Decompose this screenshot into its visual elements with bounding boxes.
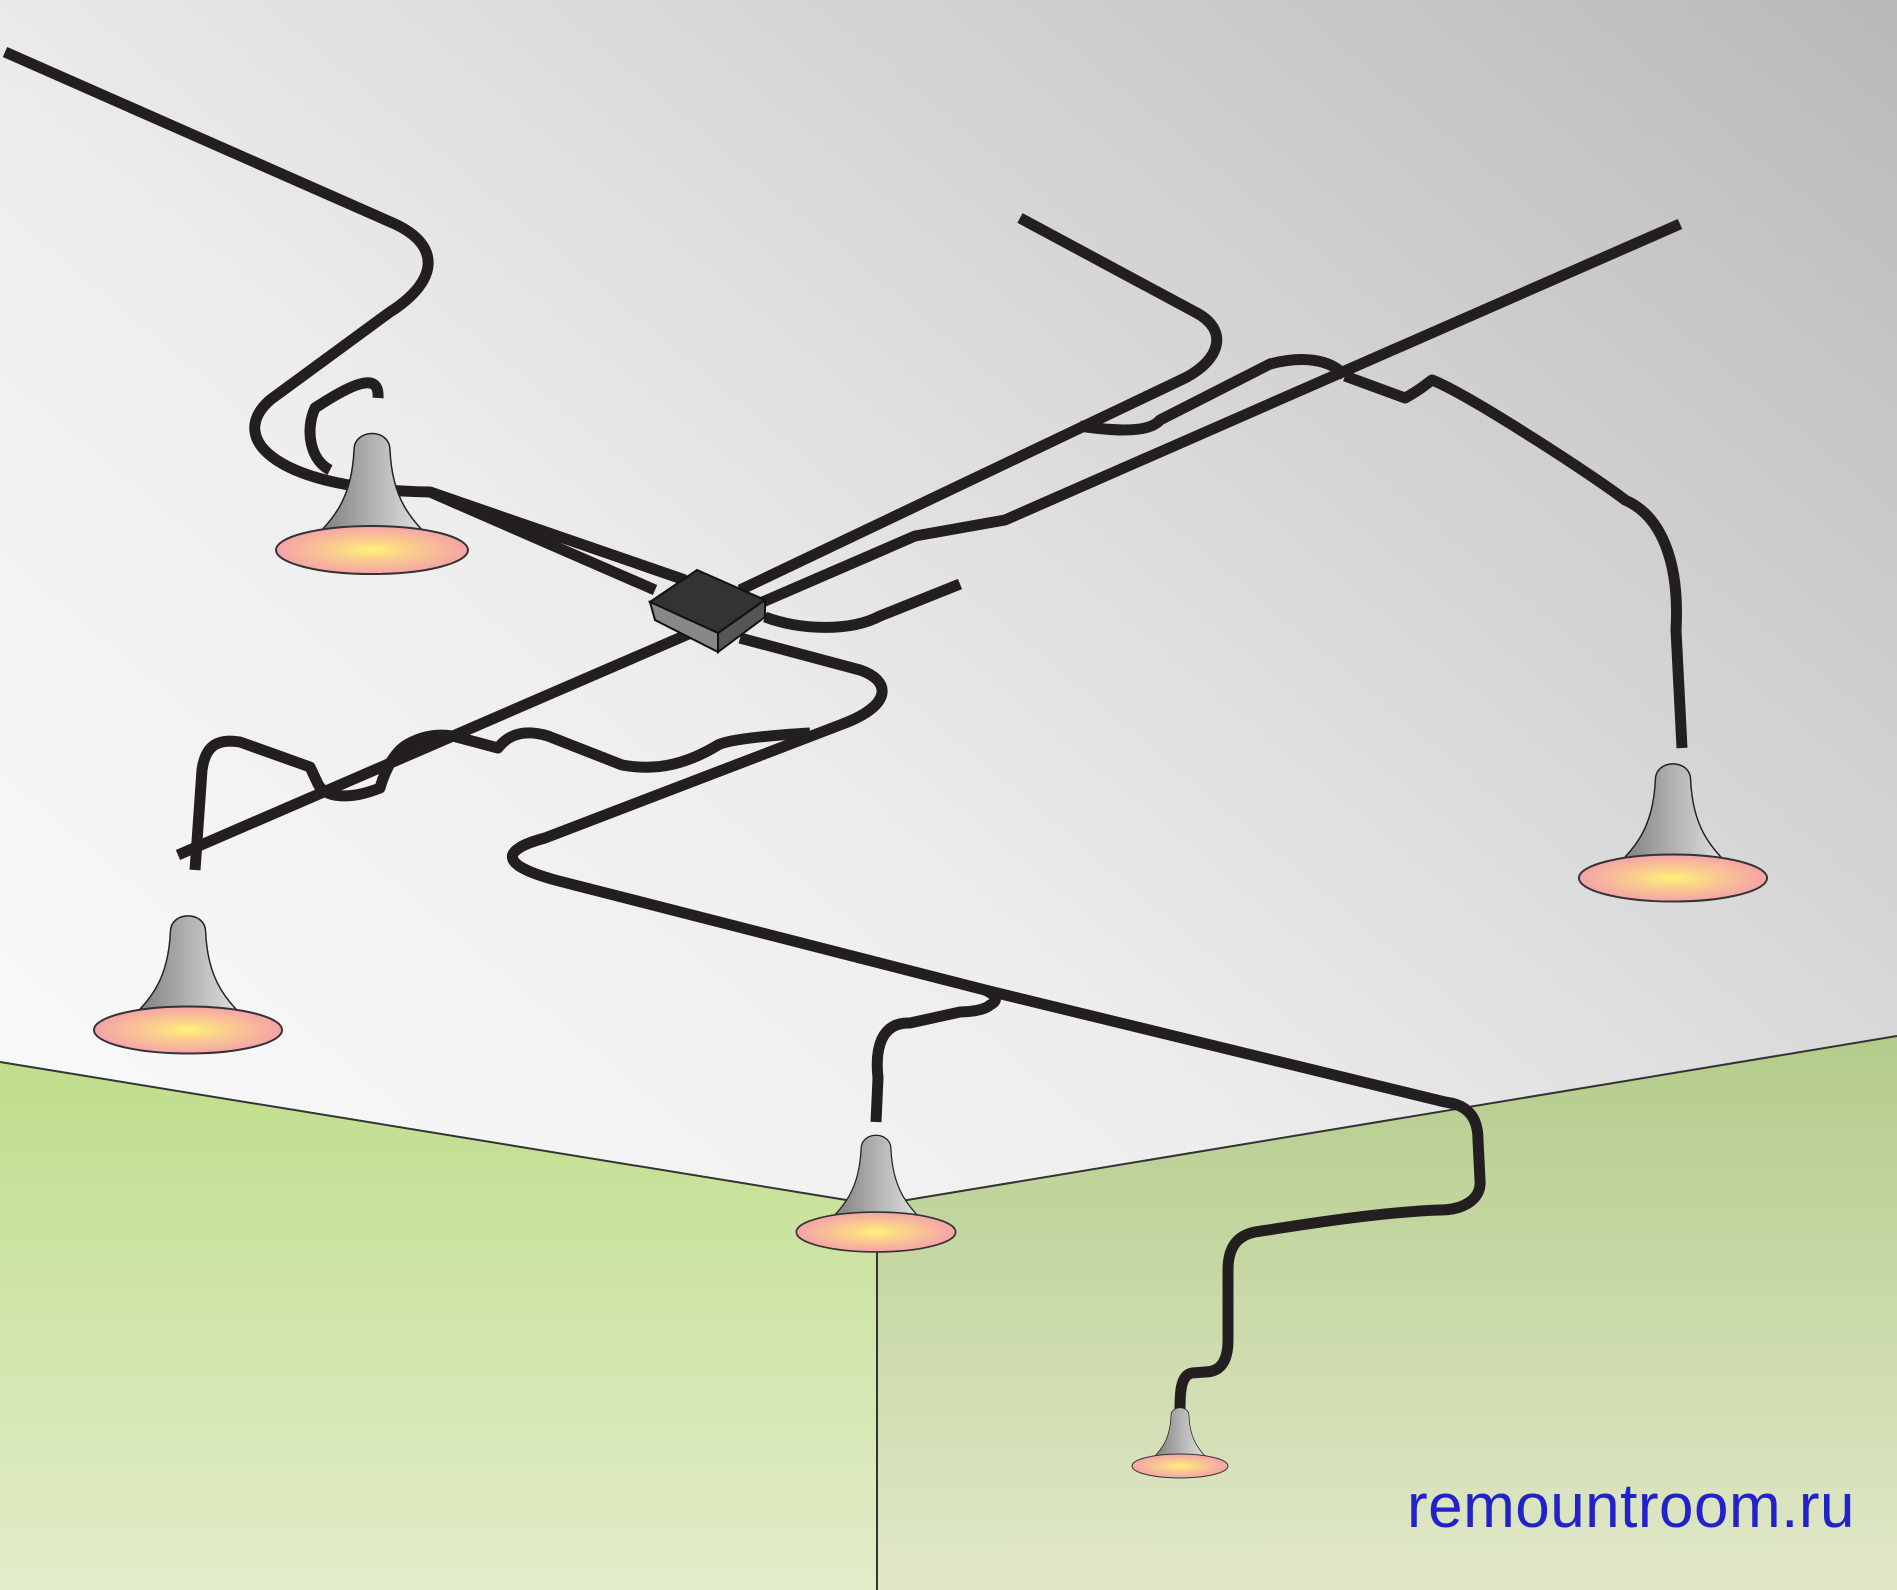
ceiling-edge-left [0,1061,878,1206]
wall-right [877,1036,1897,1590]
wire-parallel-top [1079,354,1350,436]
wire-lamp-ceiling-left-loop [304,377,384,475]
wire-lamp-right [1343,370,1688,749]
site-watermark: remountroom.ru [1406,1472,1855,1541]
junction-box [647,568,768,654]
ceiling-edge-right [876,1035,1897,1206]
wire-lamp-ceiling-left [427,486,658,596]
wire-lamp-center [870,985,1001,1123]
wire-top-middle [737,213,1223,595]
wire-to-wall-lamp [507,632,1486,1411]
wire-supply-left [2,46,687,586]
wire-right-short [763,578,963,633]
wire-lamp-left [189,727,811,871]
wall-left [0,1062,877,1590]
